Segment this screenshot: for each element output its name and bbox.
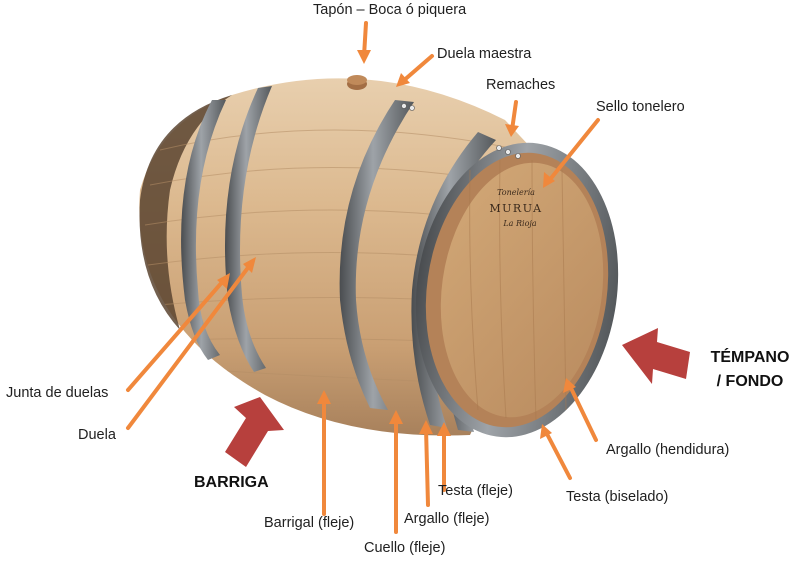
- arrow-duela-maestra: [400, 54, 434, 84]
- label-barrigal-fleje: Barrigal (fleje): [264, 515, 355, 531]
- svg-text:Tonelería: Tonelería: [497, 188, 535, 197]
- label-duela: Duela: [78, 427, 116, 443]
- label-tempano: TÉMPANO: [710, 349, 790, 366]
- label-argallo-hendidura: Argallo (hendidura): [606, 442, 730, 458]
- rivets: [401, 103, 521, 159]
- label-duela-maestra: Duela maestra: [437, 46, 532, 62]
- arrow-testa-biselado: [544, 430, 572, 480]
- label-tapon: Tapón – Boca ó piquera: [313, 2, 467, 18]
- label-remaches: Remaches: [486, 77, 556, 93]
- cooper-stamp: Tonelería MURUA La Rioja: [489, 188, 542, 228]
- label-testa-biselado: Testa (biselado): [566, 489, 669, 505]
- label-argallo-fleje: Argallo (fleje): [404, 511, 490, 527]
- svg-text:La Rioja: La Rioja: [502, 219, 537, 228]
- arrow-argallo-hendidura: [568, 384, 598, 442]
- label-junta-duelas: Junta de duelas: [6, 385, 109, 401]
- barrel-head: [415, 142, 619, 438]
- label-sello-tonelero: Sello tonelero: [596, 99, 685, 115]
- orange-arrowheads: [217, 50, 576, 439]
- label-barriga: BARRIGA: [194, 474, 269, 491]
- label-cuello-fleje: Cuello (fleje): [364, 540, 446, 556]
- arrow-junta: [126, 278, 226, 392]
- red-arrow-tempano: [622, 328, 690, 384]
- red-arrow-barriga: [225, 397, 284, 467]
- orange-arrows: [126, 21, 600, 534]
- svg-text:MURUA: MURUA: [489, 202, 542, 215]
- label-fondo: / FONDO: [716, 373, 784, 390]
- arrow-sello: [546, 118, 600, 184]
- arrow-argallo-fleje: [424, 426, 430, 507]
- label-testa-fleje: Testa (fleje): [438, 483, 513, 499]
- arrow-duela: [126, 263, 252, 430]
